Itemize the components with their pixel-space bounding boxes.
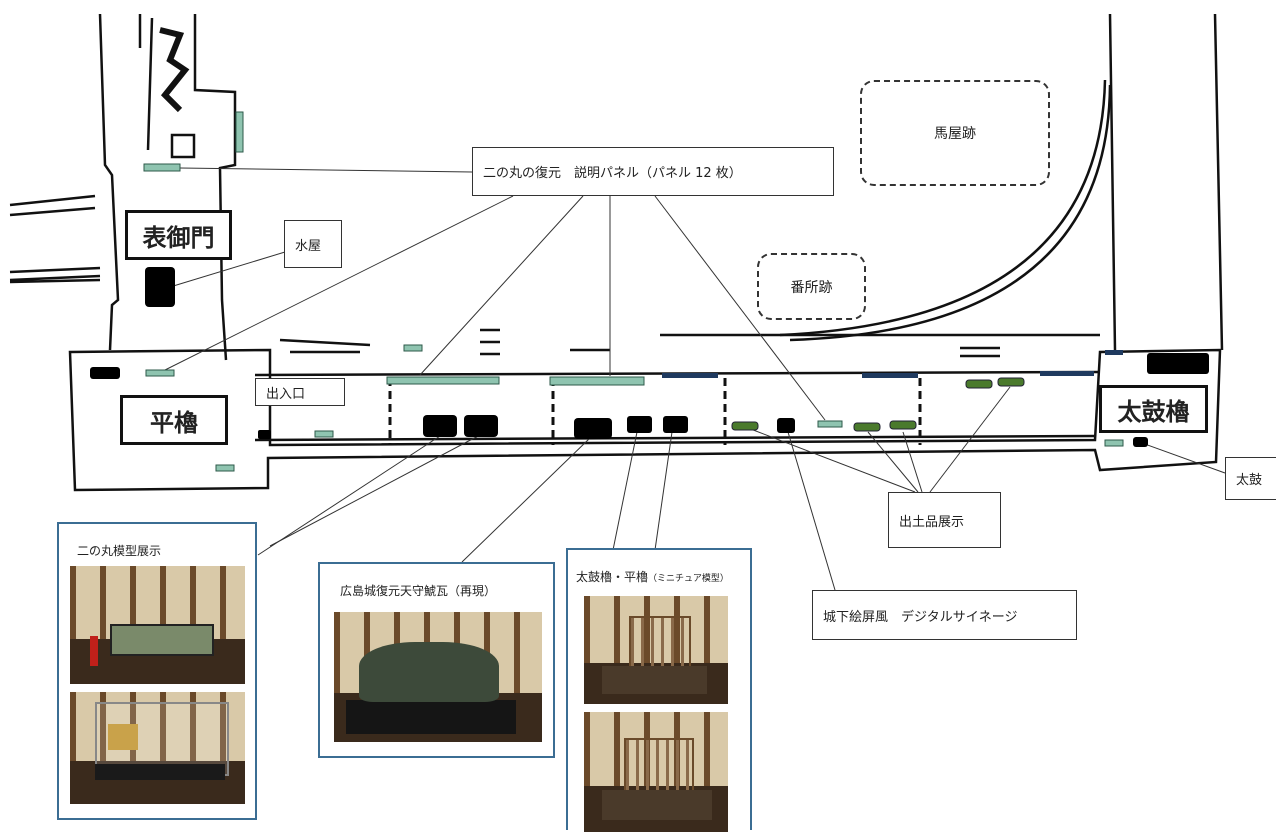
mini-card-title-note: （ミニチュア模型）: [648, 574, 729, 584]
byobu-signage-label: 城下絵屏風 デジタルサイネージ: [812, 590, 1077, 640]
west-road: [9, 194, 96, 217]
model-case-2: [464, 415, 498, 437]
taiko-drum: [1133, 437, 1148, 447]
panel-marker: [215, 464, 235, 472]
panel-marker: [143, 163, 181, 172]
callout-lines: [164, 167, 1226, 591]
panel-callout-label: 二の丸の復元 説明パネル（パネル 12 枚）: [472, 147, 834, 196]
mini-photo-card: 太鼓櫓・平櫓（ミニチュア模型）: [566, 548, 752, 832]
taiko-label: 太鼓: [1225, 457, 1276, 500]
left-wall-outer: [98, 13, 120, 351]
small-structure: [170, 133, 196, 159]
panel-marker: [403, 344, 423, 352]
model-photo-2: [70, 692, 245, 804]
excavation-cases: [731, 377, 1025, 432]
signage-bars: [662, 350, 1123, 378]
stone-rubble: [159, 27, 190, 113]
callout-line-dig-4: [929, 386, 1011, 493]
callout-line-mini-1: [612, 431, 638, 551]
curved-wall: [779, 79, 1112, 342]
exhibit-case: [90, 367, 120, 379]
gate-wall-right: [193, 14, 237, 361]
signage-bar: [862, 373, 918, 378]
callout-line-panel-3: [419, 195, 584, 376]
ruin-marks: [279, 328, 1000, 358]
map-outlines: [9, 13, 1224, 492]
callout-line-mizuya: [169, 251, 286, 288]
callout-line-model-1: [257, 435, 441, 556]
shachi-photo-card: 広島城復元天守鯱瓦（再現）: [318, 562, 555, 758]
shachi-photo: [334, 612, 542, 742]
callout-line-dig-1: [747, 427, 916, 493]
panel-marker: [235, 111, 244, 153]
exhibit-cases: [90, 267, 1209, 447]
mini-card-title-main: 太鼓櫓・平櫓: [576, 570, 649, 584]
mizuya-case: [145, 267, 175, 307]
right-wall: [1108, 13, 1224, 351]
callout-line-dig-2: [867, 431, 919, 493]
callout-line-panel-5: [654, 195, 826, 421]
excavation-case: [731, 421, 759, 431]
shachi-card-title: 広島城復元天守鯱瓦（再現）: [340, 584, 497, 598]
partitions: [388, 378, 922, 445]
panel-marker: [386, 376, 500, 385]
excavation-label: 出土品展示: [888, 492, 1001, 548]
model-card-title: 二の丸模型展示: [77, 544, 162, 558]
explanation-panels: [143, 111, 1124, 472]
callout-line-mini-2: [654, 431, 673, 551]
shachi-case: [574, 418, 612, 439]
panel-marker: [1104, 439, 1124, 447]
callout-line-byobu: [787, 431, 836, 591]
compound-outline: [68, 348, 1222, 492]
exhibit-case: [258, 430, 271, 439]
callout-line-shachi: [461, 437, 591, 563]
panel-marker: [314, 430, 334, 438]
west-road-2: [9, 266, 101, 284]
panel-marker: [549, 376, 645, 386]
excavation-case: [889, 420, 917, 430]
mizuya-label: 水屋: [284, 220, 342, 268]
mini-card-title: 太鼓櫓・平櫓（ミニチュア模型）: [576, 568, 729, 585]
model-case-1: [423, 415, 457, 437]
panel-marker: [817, 420, 843, 428]
taiko-case: [1147, 353, 1209, 374]
bansho-ruins-label: 番所跡: [757, 253, 866, 320]
mini-photo-2: [584, 712, 728, 832]
excavation-case: [965, 379, 993, 389]
mini-case-2: [663, 416, 688, 433]
left-wall-inner: [138, 14, 154, 151]
excavation-case: [997, 377, 1025, 387]
umaya-ruins-label: 馬屋跡: [860, 80, 1050, 186]
hira-yagura-label: 平櫓: [120, 395, 228, 445]
signage-case: [777, 418, 795, 433]
panel-marker: [145, 369, 175, 377]
signage-bar: [1040, 371, 1094, 376]
entrance-label: 出入口: [255, 378, 345, 406]
excavation-case: [853, 422, 881, 432]
mini-case-1: [627, 416, 652, 433]
mini-photo-1: [584, 596, 728, 704]
model-photo-1: [70, 566, 245, 684]
callout-line-model-2: [269, 435, 479, 547]
callout-line-dig-3: [902, 431, 923, 493]
signage-bar: [1105, 350, 1123, 355]
signage-bar: [662, 373, 718, 378]
taiko-yagura-label: 太鼓櫓: [1099, 385, 1208, 433]
callout-line-panel-2: [164, 195, 514, 371]
model-photo-card: 二の丸模型展示: [57, 522, 257, 820]
callout-line-panel-1: [179, 167, 473, 173]
callout-line-taiko: [1141, 442, 1226, 474]
omote-gomon-label: 表御門: [125, 210, 232, 260]
corridor-bottom: [254, 434, 1096, 442]
